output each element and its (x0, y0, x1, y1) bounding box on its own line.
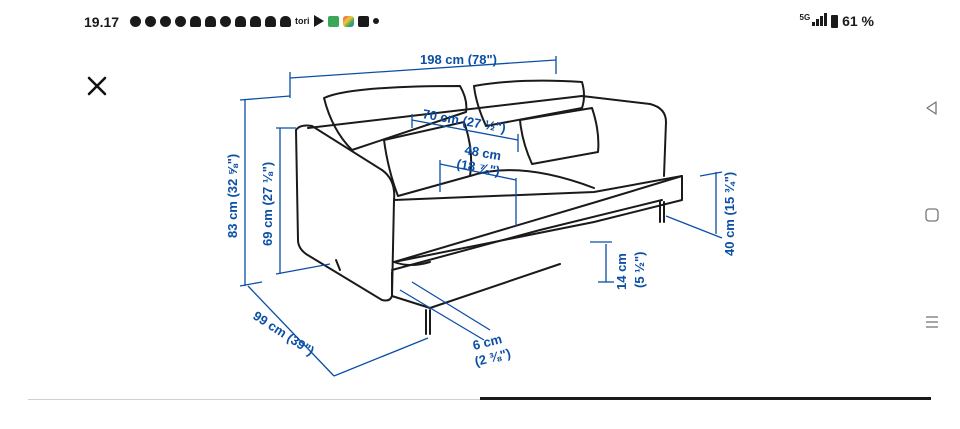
green-app-icon (327, 15, 339, 27)
dimension-arm-height: 69 cm (27 ⅛") (260, 162, 275, 246)
tori-icon: tori (295, 16, 310, 26)
dimension-depth: 99 cm (39") (250, 308, 317, 359)
status-right: 5G 61 % (800, 13, 874, 29)
status-time: 19.17 (84, 14, 120, 30)
snapchat-icon (250, 15, 261, 27)
dimension-back-height: 83 cm (32 ⅝") (225, 154, 240, 238)
snapchat-icon (205, 15, 216, 27)
scroll-indicator (480, 397, 931, 400)
signal-icon: 5G (800, 13, 828, 29)
snapchat-icon (235, 15, 246, 27)
sofa-outline (295, 79, 683, 335)
snapchat-icon (280, 15, 291, 27)
close-icon[interactable] (84, 73, 110, 99)
divider (28, 399, 931, 400)
facebook-messenger-icon (160, 15, 171, 27)
dimension-leg-height-cm: 14 cm (614, 253, 629, 290)
status-bar: 19.17 tori 5G (0, 0, 960, 46)
dimension-seat-depth-cm: 48 cm (463, 142, 502, 163)
network-type: 5G (799, 13, 811, 23)
dimension-leg-height-in: (5 ½") (632, 251, 647, 288)
back-icon[interactable] (924, 100, 940, 116)
facebook-icon (175, 15, 186, 27)
dimension-leg-width-cm: 6 cm (471, 331, 503, 353)
dimension-lines (239, 56, 723, 377)
dot-icon (372, 18, 379, 24)
messenger-icon (220, 15, 231, 27)
dimension-seat-height: 40 cm (15 ¾") (722, 172, 737, 256)
home-icon[interactable] (924, 207, 940, 223)
play-store-icon (313, 15, 324, 27)
snapchat-icon (265, 15, 276, 27)
facebook-icon (145, 15, 156, 27)
notification-icons: tori (130, 15, 379, 27)
robot-icon (357, 15, 369, 27)
battery-level: 61 % (842, 13, 874, 29)
dimension-width: 198 cm (78") (420, 52, 497, 67)
dimension-seat-depth-in: (18 ⅞") (455, 156, 501, 178)
snapchat-icon (190, 15, 201, 27)
recents-icon[interactable] (924, 314, 940, 330)
facebook-icon (130, 15, 141, 27)
battery-icon (831, 14, 839, 28)
colorful-app-icon (342, 15, 354, 27)
